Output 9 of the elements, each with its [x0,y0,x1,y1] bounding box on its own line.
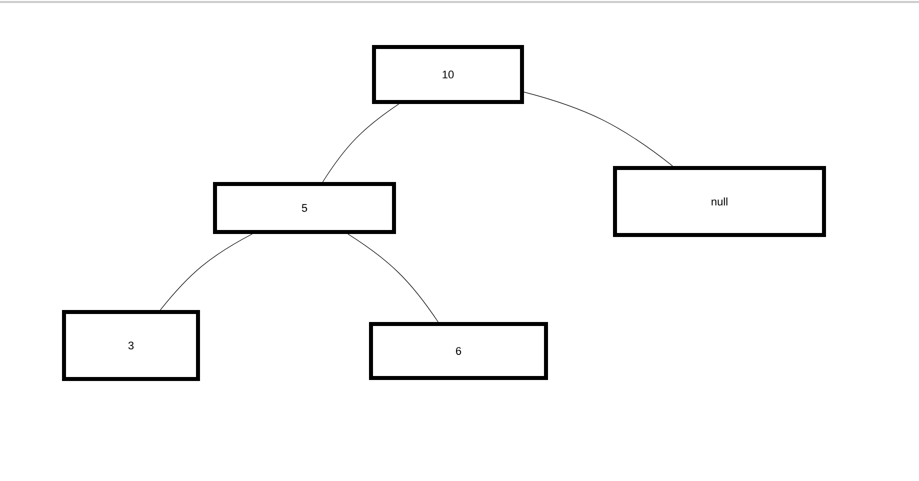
connector-line [524,92,673,166]
tree-node-box: 3 [62,310,200,381]
connector-line [160,234,252,310]
tree-node-box: 10 [372,45,524,104]
connector-line [322,104,400,182]
connector-line [348,234,438,322]
tree-node-box: 5 [213,182,396,234]
tree-node-box: null [613,166,826,237]
tree-node-box: 6 [369,322,548,380]
